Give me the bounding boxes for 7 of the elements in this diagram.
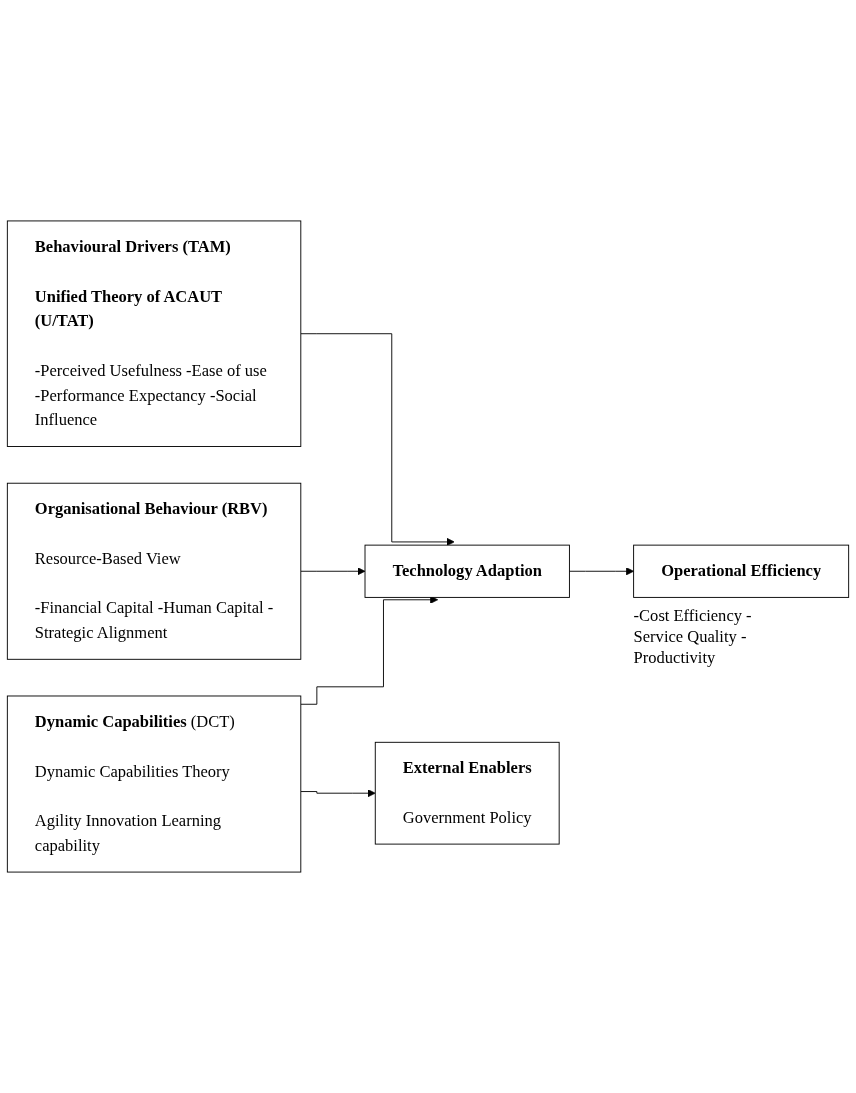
node-box: Behavioural Drivers (TAM) Unified Theory of ACAUT (U/TAT) -Perceived Usefulness -Ease of use -Performance Expectancy -Social Influence	[6, 220, 302, 447]
outcome-list: -Cost Efficiency -Service Quality -Productivity	[633, 604, 753, 670]
node-box: Dynamic Capabilities (DCT) Dynamic Capabilities Theory Agility Innovation Learning capability	[6, 695, 302, 873]
node-box: Organisational Behaviour (RBV) Resource-Based View -Financial Capital -Human Capital -Strategic Alignment	[6, 482, 302, 660]
node-box: Operational Efficiency	[633, 544, 850, 598]
node-box: Technology Adaption	[364, 544, 570, 598]
node-box: External Enablers Government Policy	[374, 741, 560, 845]
